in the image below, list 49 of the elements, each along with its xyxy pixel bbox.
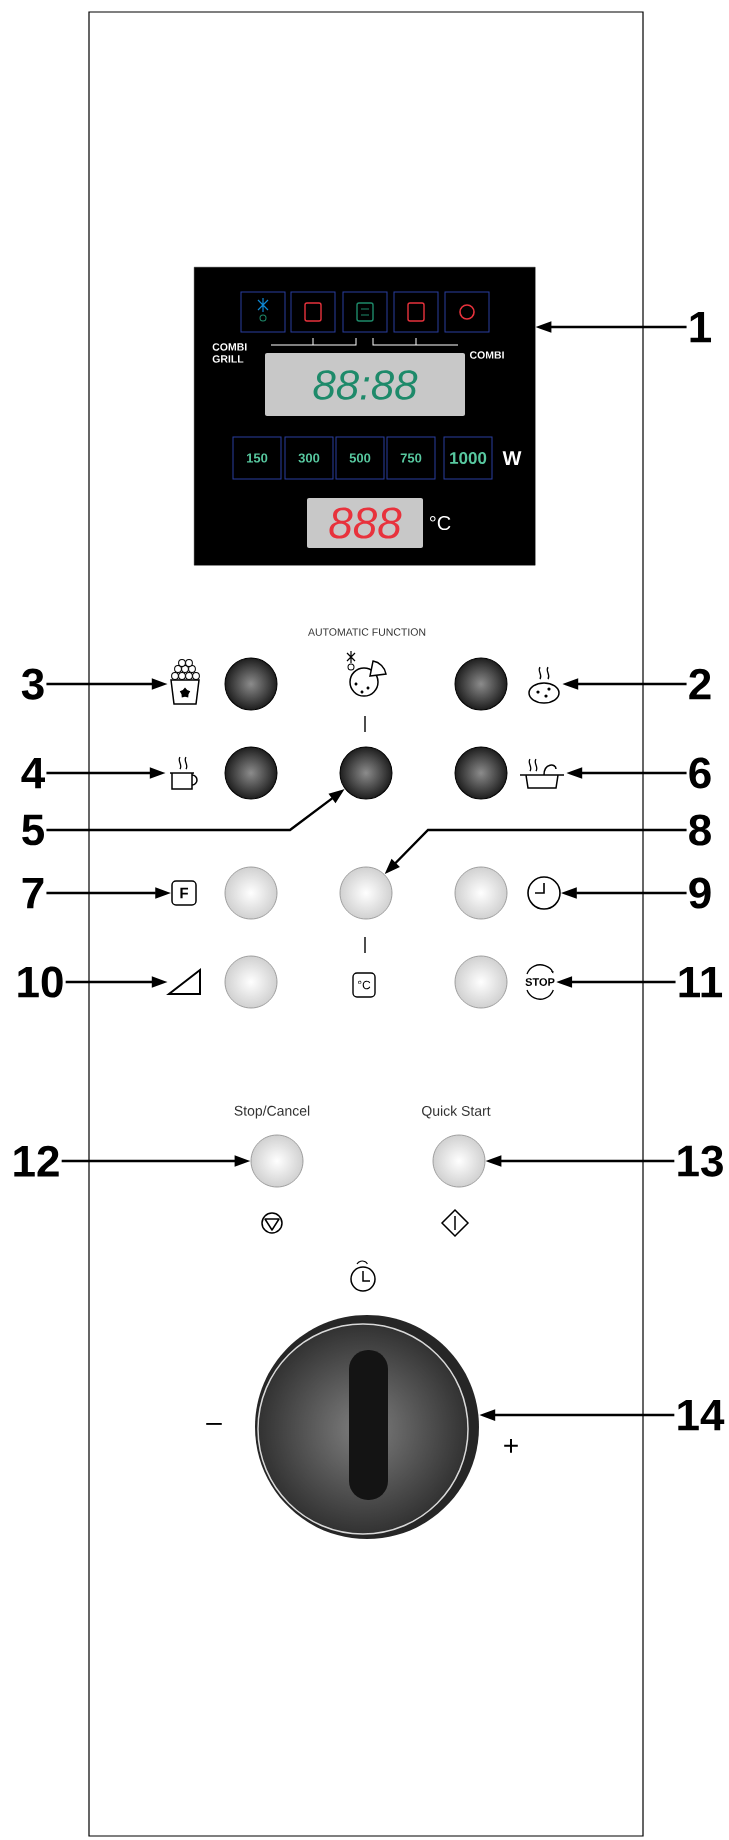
cup-icon — [169, 756, 198, 790]
power-level: 500 — [335, 436, 385, 480]
push-button — [339, 866, 393, 920]
callout-number: 9 — [689, 877, 711, 909]
power-level: 1000 — [443, 436, 493, 480]
potato-icon — [528, 666, 560, 704]
callout-number: 3 — [21, 668, 44, 700]
push-button — [454, 657, 508, 711]
popcorn-icon — [170, 659, 200, 705]
power-level: 150 — [232, 436, 282, 480]
control-knob — [255, 1315, 479, 1539]
callout-number: 13 — [678, 1145, 723, 1177]
callout-number: 1 — [690, 311, 711, 343]
callout-number: 4 — [21, 757, 45, 789]
push-button — [339, 746, 393, 800]
push-button — [454, 866, 508, 920]
plus-sign: + — [504, 1438, 518, 1453]
callout-number: 14 — [678, 1399, 725, 1431]
push-button — [224, 746, 278, 800]
minus-sign: – — [206, 1423, 222, 1425]
time-readout: 88:88 — [265, 353, 465, 416]
push-button — [422, 1105, 491, 1188]
button-label: Stop/Cancel — [234, 1105, 310, 1119]
unit-label: °C — [429, 515, 451, 531]
automatic-function-heading: AUTOMATIC FUNCTION — [308, 628, 426, 636]
push-button — [234, 1105, 310, 1188]
callout-number: 7 — [22, 877, 44, 909]
callout-number: 5 — [22, 814, 44, 846]
push-button — [224, 657, 278, 711]
callout-number: 2 — [689, 668, 711, 700]
button-label: Quick Start — [422, 1105, 491, 1119]
callout-number: 8 — [689, 814, 711, 846]
callout-number: 6 — [689, 757, 711, 789]
push-button — [454, 746, 508, 800]
unit-label: W — [502, 451, 522, 465]
temperature-readout: 888 — [307, 498, 423, 548]
push-button — [224, 866, 278, 920]
push-button — [454, 955, 508, 1009]
mode-label: COMBI — [469, 351, 504, 359]
power-level: 300 — [284, 436, 334, 480]
callout-number: 11 — [679, 966, 723, 998]
clock-icon — [527, 876, 561, 910]
mode-label: COMBI GRILL — [212, 343, 247, 363]
callout-number: 12 — [14, 1145, 59, 1177]
display-panel — [194, 267, 536, 566]
pot-icon — [519, 758, 565, 789]
push-button — [224, 955, 278, 1009]
power-level: 750 — [386, 436, 436, 480]
callout-number: 10 — [18, 966, 63, 998]
